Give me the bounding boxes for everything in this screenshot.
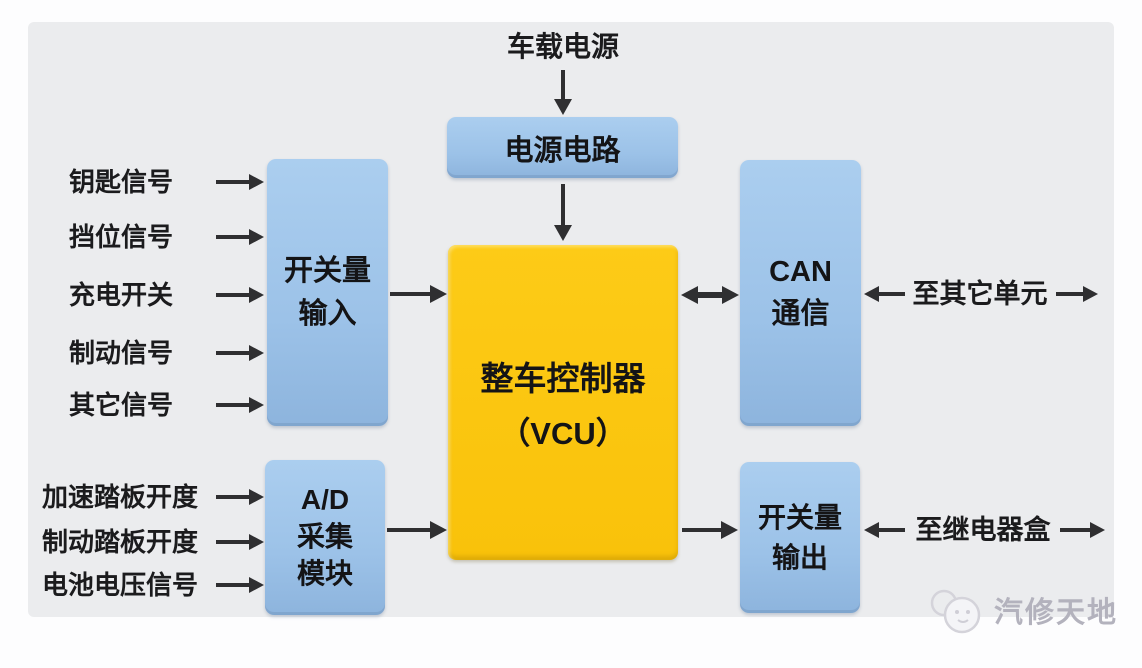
arrow-right-icon (1090, 522, 1105, 538)
arrow-left-icon (864, 522, 879, 538)
watermark: 汽修天地 (928, 583, 1118, 637)
input-label-charge-switch: 充电开关 (69, 280, 174, 310)
arrow-battery-volt (216, 576, 264, 594)
arrow-other-signal (216, 396, 264, 414)
switch-input-line1: 开关量 (283, 255, 371, 288)
arrow-right-icon (249, 534, 264, 550)
arrow-right-icon (1083, 286, 1098, 302)
switch-output-line1: 开关量 (757, 502, 842, 534)
switch-input-box: 开关量 输入 (267, 159, 388, 426)
arrow-left-icon (864, 286, 879, 302)
input-label-brake-signal: 制动信号 (69, 338, 174, 368)
watermark-logo-icon (930, 589, 981, 634)
power-circuit-box: 电源电路 (447, 117, 678, 178)
arrow-brake-signal (216, 344, 264, 362)
can-line1: CAN (769, 255, 832, 288)
arrow-key-signal (216, 173, 264, 191)
arrow-right-icon (249, 287, 264, 303)
arrow-charge-switch (216, 286, 264, 304)
arrow-shaft (561, 184, 565, 225)
ad-module-line2: 采集 (296, 521, 353, 553)
input-label-gear-signal: 挡位信号 (69, 222, 174, 252)
vehicle-power-label: 车载电源 (506, 31, 619, 62)
input-label-accel-pedal: 加速踏板开度 (42, 482, 199, 512)
input-label-battery-volt: 电池电压信号 (42, 570, 199, 600)
switch-input-line2: 输入 (298, 297, 357, 330)
relay-box-label: 至继电器盒 (915, 515, 1051, 545)
arrow-right-icon (722, 286, 739, 304)
arrow-accel-pedal (216, 488, 264, 506)
arrow-right-icon (249, 489, 264, 505)
arrow-right-icon (249, 397, 264, 413)
arrow-shaft (561, 70, 565, 99)
arrow-to-other-units (1056, 285, 1098, 303)
arrow-down-icon (554, 225, 572, 241)
input-label-key-signal: 钥匙信号 (69, 167, 174, 197)
input-label-brake-pedal: 制动踏板开度 (42, 527, 199, 557)
arrow-gear-signal (216, 228, 264, 246)
ad-module-line1: A/D (300, 484, 350, 516)
arrow-to-can-box (864, 285, 905, 303)
arrow-power-to-circuit (552, 70, 574, 115)
vcu-subtitle: （VCU） (499, 416, 627, 451)
can-external-label: 至其它单元 (912, 279, 1048, 309)
arrow-circuit-to-vcu (552, 184, 574, 241)
arrow-right-icon (249, 345, 264, 361)
input-label-other-signal: 其它信号 (69, 390, 174, 420)
arrow-right-icon (249, 229, 264, 245)
arrow-right-icon (249, 174, 264, 190)
arrow-down-icon (554, 99, 572, 115)
can-communication-box: CAN 通信 (740, 160, 861, 426)
vcu-box: 整车控制器 （VCU） (448, 245, 678, 560)
arrow-right-icon (721, 521, 738, 539)
switch-output-box: 开关量 输出 (740, 462, 860, 613)
ad-module-box: A/D 采集 模块 (265, 460, 385, 615)
arrow-right-icon (430, 285, 447, 303)
ad-module-line3: 模块 (296, 557, 353, 589)
can-line2: 通信 (771, 298, 830, 330)
arrow-right-icon (249, 577, 264, 593)
arrow-to-output-box (864, 521, 905, 539)
arrow-right-icon (430, 521, 447, 539)
arrow-brake-pedal (216, 533, 264, 551)
switch-output-line2: 输出 (771, 541, 828, 573)
arrow-vcu-to-output (682, 520, 738, 540)
vcu-title: 整车控制器 (480, 360, 646, 397)
arrow-left-icon (681, 286, 698, 304)
arrow-input-to-vcu (390, 284, 447, 304)
arrow-ad-to-vcu (387, 520, 447, 540)
power-circuit-label: 电源电路 (504, 134, 621, 167)
watermark-brand-text: 汽修天地 (994, 597, 1119, 629)
arrow-to-relay-box (1060, 521, 1105, 539)
arrow-vcu-can-bidirectional (681, 285, 739, 305)
